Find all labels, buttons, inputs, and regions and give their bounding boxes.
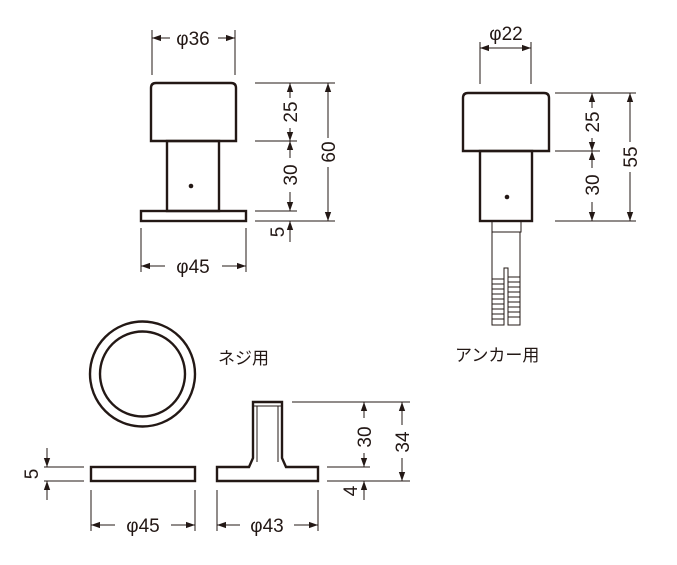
dim-cap-height: 25	[281, 101, 302, 122]
dim-plate-diameter: φ43	[250, 516, 283, 537]
screw-hole	[188, 183, 194, 189]
plate-inner-circle	[98, 330, 187, 418]
dim-stem-height: 30	[281, 164, 302, 185]
dim-base-thickness: 5	[268, 227, 289, 238]
screw-type-door-stop: φ36 φ45 25 30 5 60	[139, 29, 340, 278]
stem	[478, 149, 534, 223]
cap	[461, 91, 551, 153]
base	[139, 209, 248, 223]
stud-plate: 30 4 34 φ43	[215, 400, 414, 537]
dim-total-height: 55	[621, 146, 642, 167]
anchor	[491, 232, 521, 326]
plate-outer-circle	[88, 320, 197, 428]
dim-stem-height: 30	[583, 174, 604, 195]
dim-top-diameter: φ36	[176, 29, 209, 50]
dim-stud-height: 30	[355, 426, 376, 447]
cap	[149, 81, 238, 143]
dim-diameter: φ22	[489, 24, 522, 45]
plate-side	[89, 465, 197, 483]
screw-type-label: ネジ用	[218, 349, 269, 369]
dim-cap-height: 25	[583, 111, 604, 132]
anchor-type-door-stop: φ22 25 30 55 アンカー用	[455, 24, 642, 366]
dim-plate-thickness: 4	[341, 485, 362, 496]
anchor-type-label: アンカー用	[455, 346, 539, 366]
dim-total-height: 34	[393, 431, 414, 453]
base-plate: ネジ用 5 φ45	[22, 320, 269, 537]
stem	[165, 139, 221, 213]
dim-plate-diameter: φ45	[126, 516, 159, 537]
stud-plate-shape	[215, 400, 320, 483]
dim-total-height: 60	[319, 141, 340, 162]
anchor-thread	[492, 276, 520, 320]
dim-base-diameter: φ45	[176, 257, 209, 278]
dim-plate-thickness: 5	[22, 469, 43, 480]
